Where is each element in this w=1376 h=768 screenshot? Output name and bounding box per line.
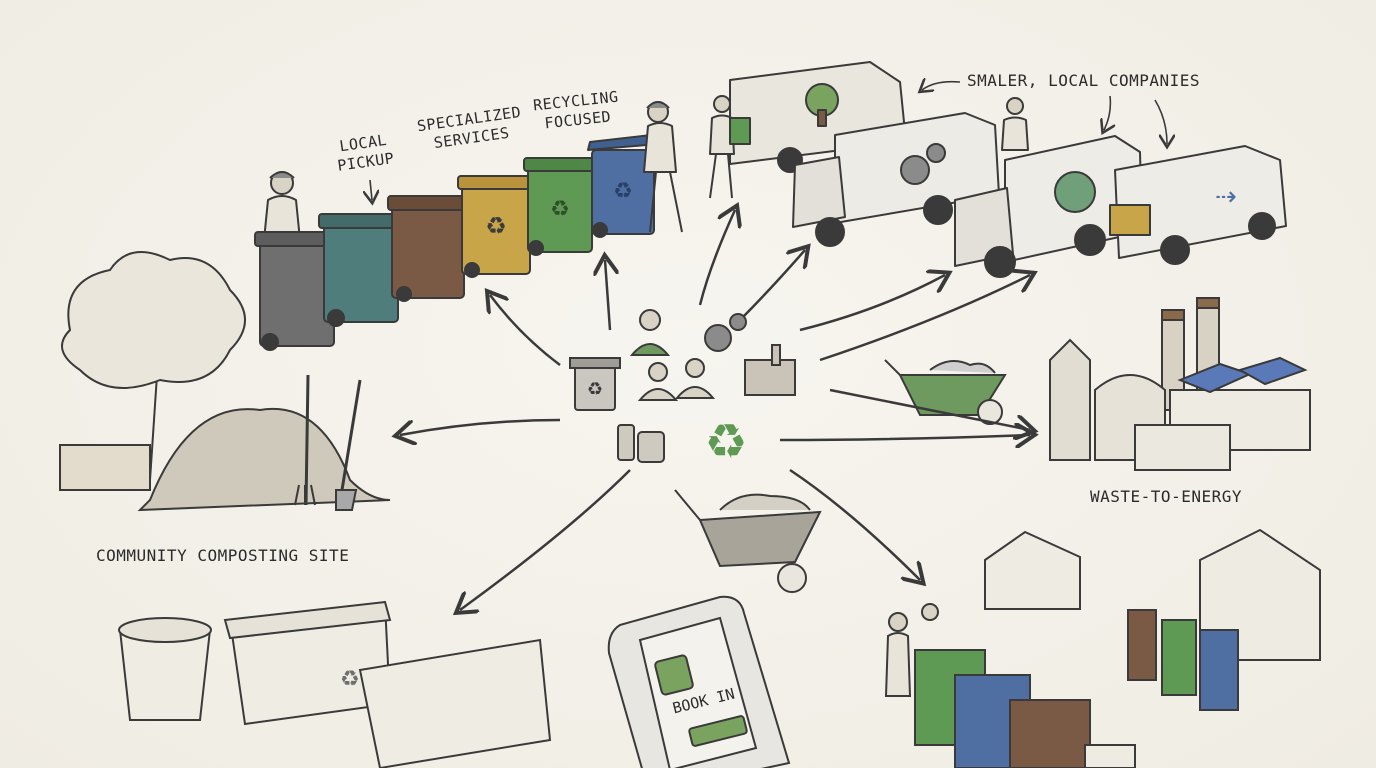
- svg-text:♻: ♻: [613, 178, 633, 203]
- truck-fleet: ⇢: [709, 61, 1287, 278]
- waste-to-energy-plant: [884, 297, 1311, 471]
- label-waste-to-energy: WASTE-TO-ENERGY: [1090, 487, 1242, 506]
- bin-teal: [318, 213, 404, 327]
- bin-row: ♻ ♻ ♻: [254, 101, 683, 351]
- svg-text:♻: ♻: [340, 666, 360, 691]
- worker-figure: [709, 95, 751, 199]
- bottles-icon: [617, 424, 665, 463]
- svg-text:♻: ♻: [587, 379, 603, 399]
- label-smaller-companies: SMALER, LOCAL COMPANIES: [967, 71, 1201, 90]
- label-local-pickup: LOCAL PICKUP: [334, 130, 396, 176]
- bin-blue: ♻: [587, 133, 661, 238]
- wheelbarrow-recycling: [674, 489, 822, 593]
- person-icon: [629, 309, 671, 356]
- central-hub: ♻ ♻: [569, 309, 796, 469]
- recycle-icon: ♻: [704, 416, 747, 469]
- svg-text:♻: ♻: [485, 214, 507, 240]
- hub-arrows: [400, 210, 1030, 610]
- people-icon: [637, 358, 716, 401]
- label-pointers: [370, 82, 1167, 200]
- trash-bin-icon: ♻: [569, 357, 621, 411]
- label-community-composting: COMMUNITY COMPOSTING SITE: [96, 546, 350, 565]
- gears-icon: [704, 313, 747, 352]
- garbage-truck-green-logo: [954, 135, 1143, 278]
- phone-illustration: [607, 595, 791, 768]
- bin-green: ♻: [523, 157, 597, 256]
- garbage-truck-gears: [792, 112, 1000, 247]
- bin-brown: [387, 195, 469, 302]
- worker-figure: [643, 101, 683, 233]
- tree: [61, 251, 246, 481]
- worker-figure: [1001, 97, 1029, 151]
- svg-text:⇢: ⇢: [1215, 182, 1237, 212]
- factory-icon: [744, 344, 796, 396]
- neighborhood: [884, 528, 1321, 768]
- reusable-containers: ♻: [118, 600, 552, 768]
- svg-text:♻: ♻: [550, 196, 570, 221]
- garbage-truck-blue-logo: ⇢: [1109, 145, 1287, 265]
- composting-site: [59, 251, 391, 512]
- bin-yellow: ♻: [457, 175, 535, 278]
